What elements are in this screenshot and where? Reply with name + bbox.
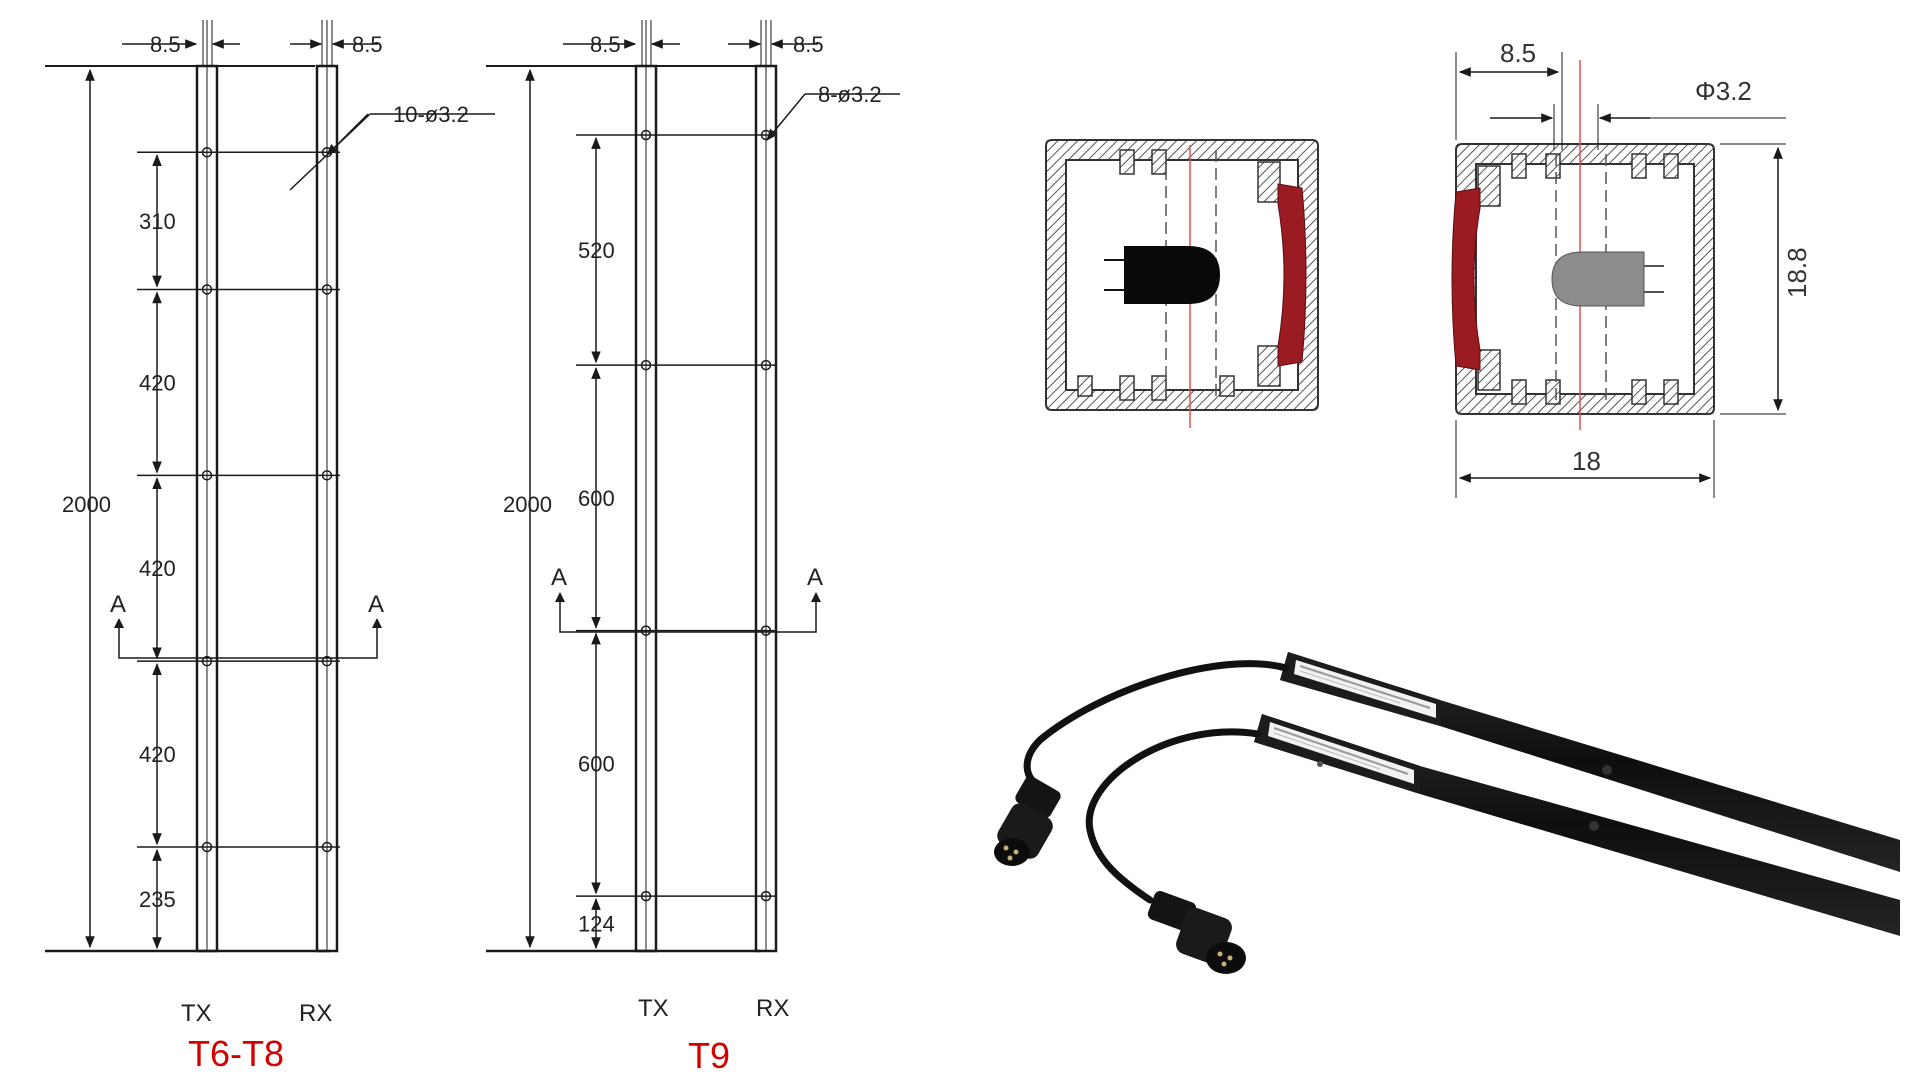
t9-mounting-hole <box>640 359 652 371</box>
tx-profile-t9 <box>634 20 658 953</box>
t9-segment-label: 124 <box>578 912 615 937</box>
product-illustration <box>994 652 1900 974</box>
tx-label: TX <box>181 1000 212 1027</box>
sensor-bar-lower <box>1254 714 1900 936</box>
section-a-right-t9: A <box>807 564 823 591</box>
total-height-label-t9: 2000 <box>503 492 552 517</box>
model-label-t6t8: T6-T8 <box>188 1033 284 1074</box>
rx-label: RX <box>299 1000 332 1027</box>
section-a-marker-t9: A A <box>551 564 823 633</box>
diameter-dimension: Φ3.2 <box>1695 76 1752 106</box>
offset-dimension: 8.5 <box>1500 38 1536 68</box>
top-gap-left-label: 8.5 <box>150 32 181 57</box>
connector-plug-right <box>1147 891 1246 974</box>
t6t8-segment-label: 420 <box>139 742 176 767</box>
section-a-left: A <box>110 591 126 618</box>
t9-mounting-hole <box>760 890 772 902</box>
model-label-t9: T9 <box>688 1035 730 1076</box>
t9-mounting-hole <box>760 129 772 141</box>
top-gap-right-label-t9: 8.5 <box>793 32 824 57</box>
total-height-label: 2000 <box>62 492 111 517</box>
t9-segment-label: 600 <box>578 486 615 511</box>
t6t8-mounting-hole <box>321 655 333 667</box>
t6t8-segment-label: 310 <box>139 209 176 234</box>
t9-segment-label: 520 <box>578 238 615 263</box>
tx-profile <box>195 20 219 953</box>
t6t8-mounting-hole <box>201 470 213 481</box>
sensor-bar-upper <box>1280 652 1900 872</box>
tx-label-t9: TX <box>638 995 669 1022</box>
t6t8-segment-label: 420 <box>139 370 176 395</box>
section-a-marker: A A <box>110 591 384 659</box>
t9-mounting-hole <box>760 625 772 636</box>
t6t8-mounting-hole <box>201 284 213 295</box>
t9-segment-label: 600 <box>578 751 615 776</box>
hole-spacing-dimensions: 310 420 420 420 235 <box>137 147 340 950</box>
cross-section-receiver: 8.5 Φ3.2 18.8 18 <box>1451 38 1812 498</box>
t6t8-mounting-hole <box>201 147 213 158</box>
height-dimension: 18.8 <box>1782 247 1812 298</box>
cross-section-transmitter <box>1045 139 1319 428</box>
t6t8-segment-label: 235 <box>139 887 176 912</box>
rx-label-t9: RX <box>756 995 789 1022</box>
t6t8-segment-label: 420 <box>139 556 176 581</box>
rx-profile <box>315 20 339 953</box>
connector-plug-left <box>994 776 1061 866</box>
t6t8-mounting-hole <box>201 841 213 853</box>
top-gap-right-label: 8.5 <box>352 32 383 57</box>
width-dimension: 18 <box>1572 446 1601 476</box>
section-a-right: A <box>368 591 384 618</box>
drawing-t6t8: 8.5 8.5 10-ø3.2 2000 310 420 420 420 235 A A… <box>45 20 495 1074</box>
t6t8-mounting-hole <box>321 147 333 158</box>
t9-mounting-hole <box>760 359 772 371</box>
hole-callout: 10-ø3.2 <box>393 102 469 127</box>
rx-profile-t9 <box>754 20 778 953</box>
t6t8-mounting-hole <box>321 470 333 481</box>
t9-mounting-hole <box>640 890 652 902</box>
hole-callout-t9: 8-ø3.2 <box>818 82 882 107</box>
t6t8-mounting-hole <box>321 841 333 853</box>
section-a-left-t9: A <box>551 564 567 591</box>
t9-mounting-hole <box>640 129 652 141</box>
t6t8-mounting-hole <box>321 284 333 295</box>
hole-spacing-dimensions-t9: 520 600 600 124 <box>576 129 776 950</box>
t9-mounting-hole <box>640 625 652 636</box>
top-gap-left-label-t9: 8.5 <box>590 32 621 57</box>
t6t8-mounting-hole <box>201 655 213 667</box>
